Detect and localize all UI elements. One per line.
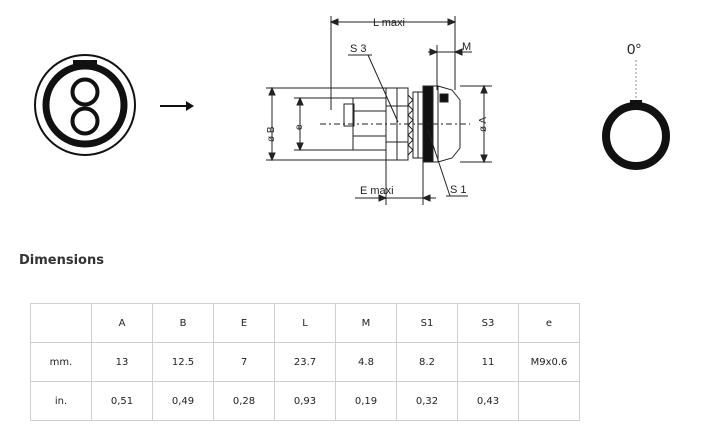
- table-cell: 0,93: [274, 381, 336, 421]
- label-s3: S 3: [350, 43, 367, 55]
- table-row: mm. 13 12.5 7 23.7 4.8 8.2 11 M9x0.6: [30, 342, 580, 382]
- label-diam-a: ø A: [478, 117, 489, 132]
- table-cell: M9x0.6: [518, 342, 580, 382]
- technical-drawing: L maxi S 3 M E maxi S 1 ø B e ø A 0°: [34, 16, 670, 205]
- side-view-drawing: [266, 16, 492, 205]
- table-cell: 4.8: [335, 342, 397, 382]
- table-cell: 23.7: [274, 342, 336, 382]
- table-header-cell: S3: [457, 303, 519, 343]
- dimension-labels: L maxi S 3 M E maxi S 1 ø B e ø A: [266, 17, 489, 197]
- table-cell: mm.: [30, 342, 92, 382]
- table-cell: 0,19: [335, 381, 397, 421]
- table-cell: 0,49: [152, 381, 214, 421]
- table-header-cell: e: [518, 303, 580, 343]
- label-l-maxi: L maxi: [373, 17, 405, 29]
- table-cell: in.: [30, 381, 92, 421]
- table-cell: 11: [457, 342, 519, 382]
- label-s1: S 1: [450, 184, 467, 196]
- orientation-angle: 0°: [627, 41, 641, 58]
- table-cell: 12.5: [152, 342, 214, 382]
- table-cell: 0,32: [396, 381, 458, 421]
- table-header-row: A B E L M S1 S3 e: [30, 303, 580, 343]
- section-title: Dimensions: [19, 253, 104, 268]
- table-cell: 8.2: [396, 342, 458, 382]
- table-header-cell: B: [152, 303, 214, 343]
- table-cell: 0,43: [457, 381, 519, 421]
- label-diam-b: ø B: [266, 126, 277, 142]
- table-header-cell: M: [335, 303, 397, 343]
- label-e: e: [294, 124, 305, 130]
- arrow-right-icon: [160, 101, 194, 111]
- table-header-cell: [30, 303, 92, 343]
- table-header-cell: A: [91, 303, 153, 343]
- label-e-maxi: E maxi: [360, 185, 394, 197]
- orientation-ring-icon: [602, 60, 670, 170]
- table-cell: 7: [213, 342, 275, 382]
- table-row: in. 0,51 0,49 0,28 0,93 0,19 0,32 0,43: [30, 381, 580, 421]
- table-header-cell: S1: [396, 303, 458, 343]
- label-m: M: [462, 41, 471, 53]
- table-cell: 13: [91, 342, 153, 382]
- front-view-icon: [34, 54, 136, 156]
- table-cell: [518, 381, 580, 421]
- table-header-cell: L: [274, 303, 336, 343]
- table-header-cell: E: [213, 303, 275, 343]
- dimensions-table: A B E L M S1 S3 e mm. 13 12.5 7 23.7 4.8…: [30, 303, 580, 421]
- table-cell: 0,28: [213, 381, 275, 421]
- table-cell: 0,51: [91, 381, 153, 421]
